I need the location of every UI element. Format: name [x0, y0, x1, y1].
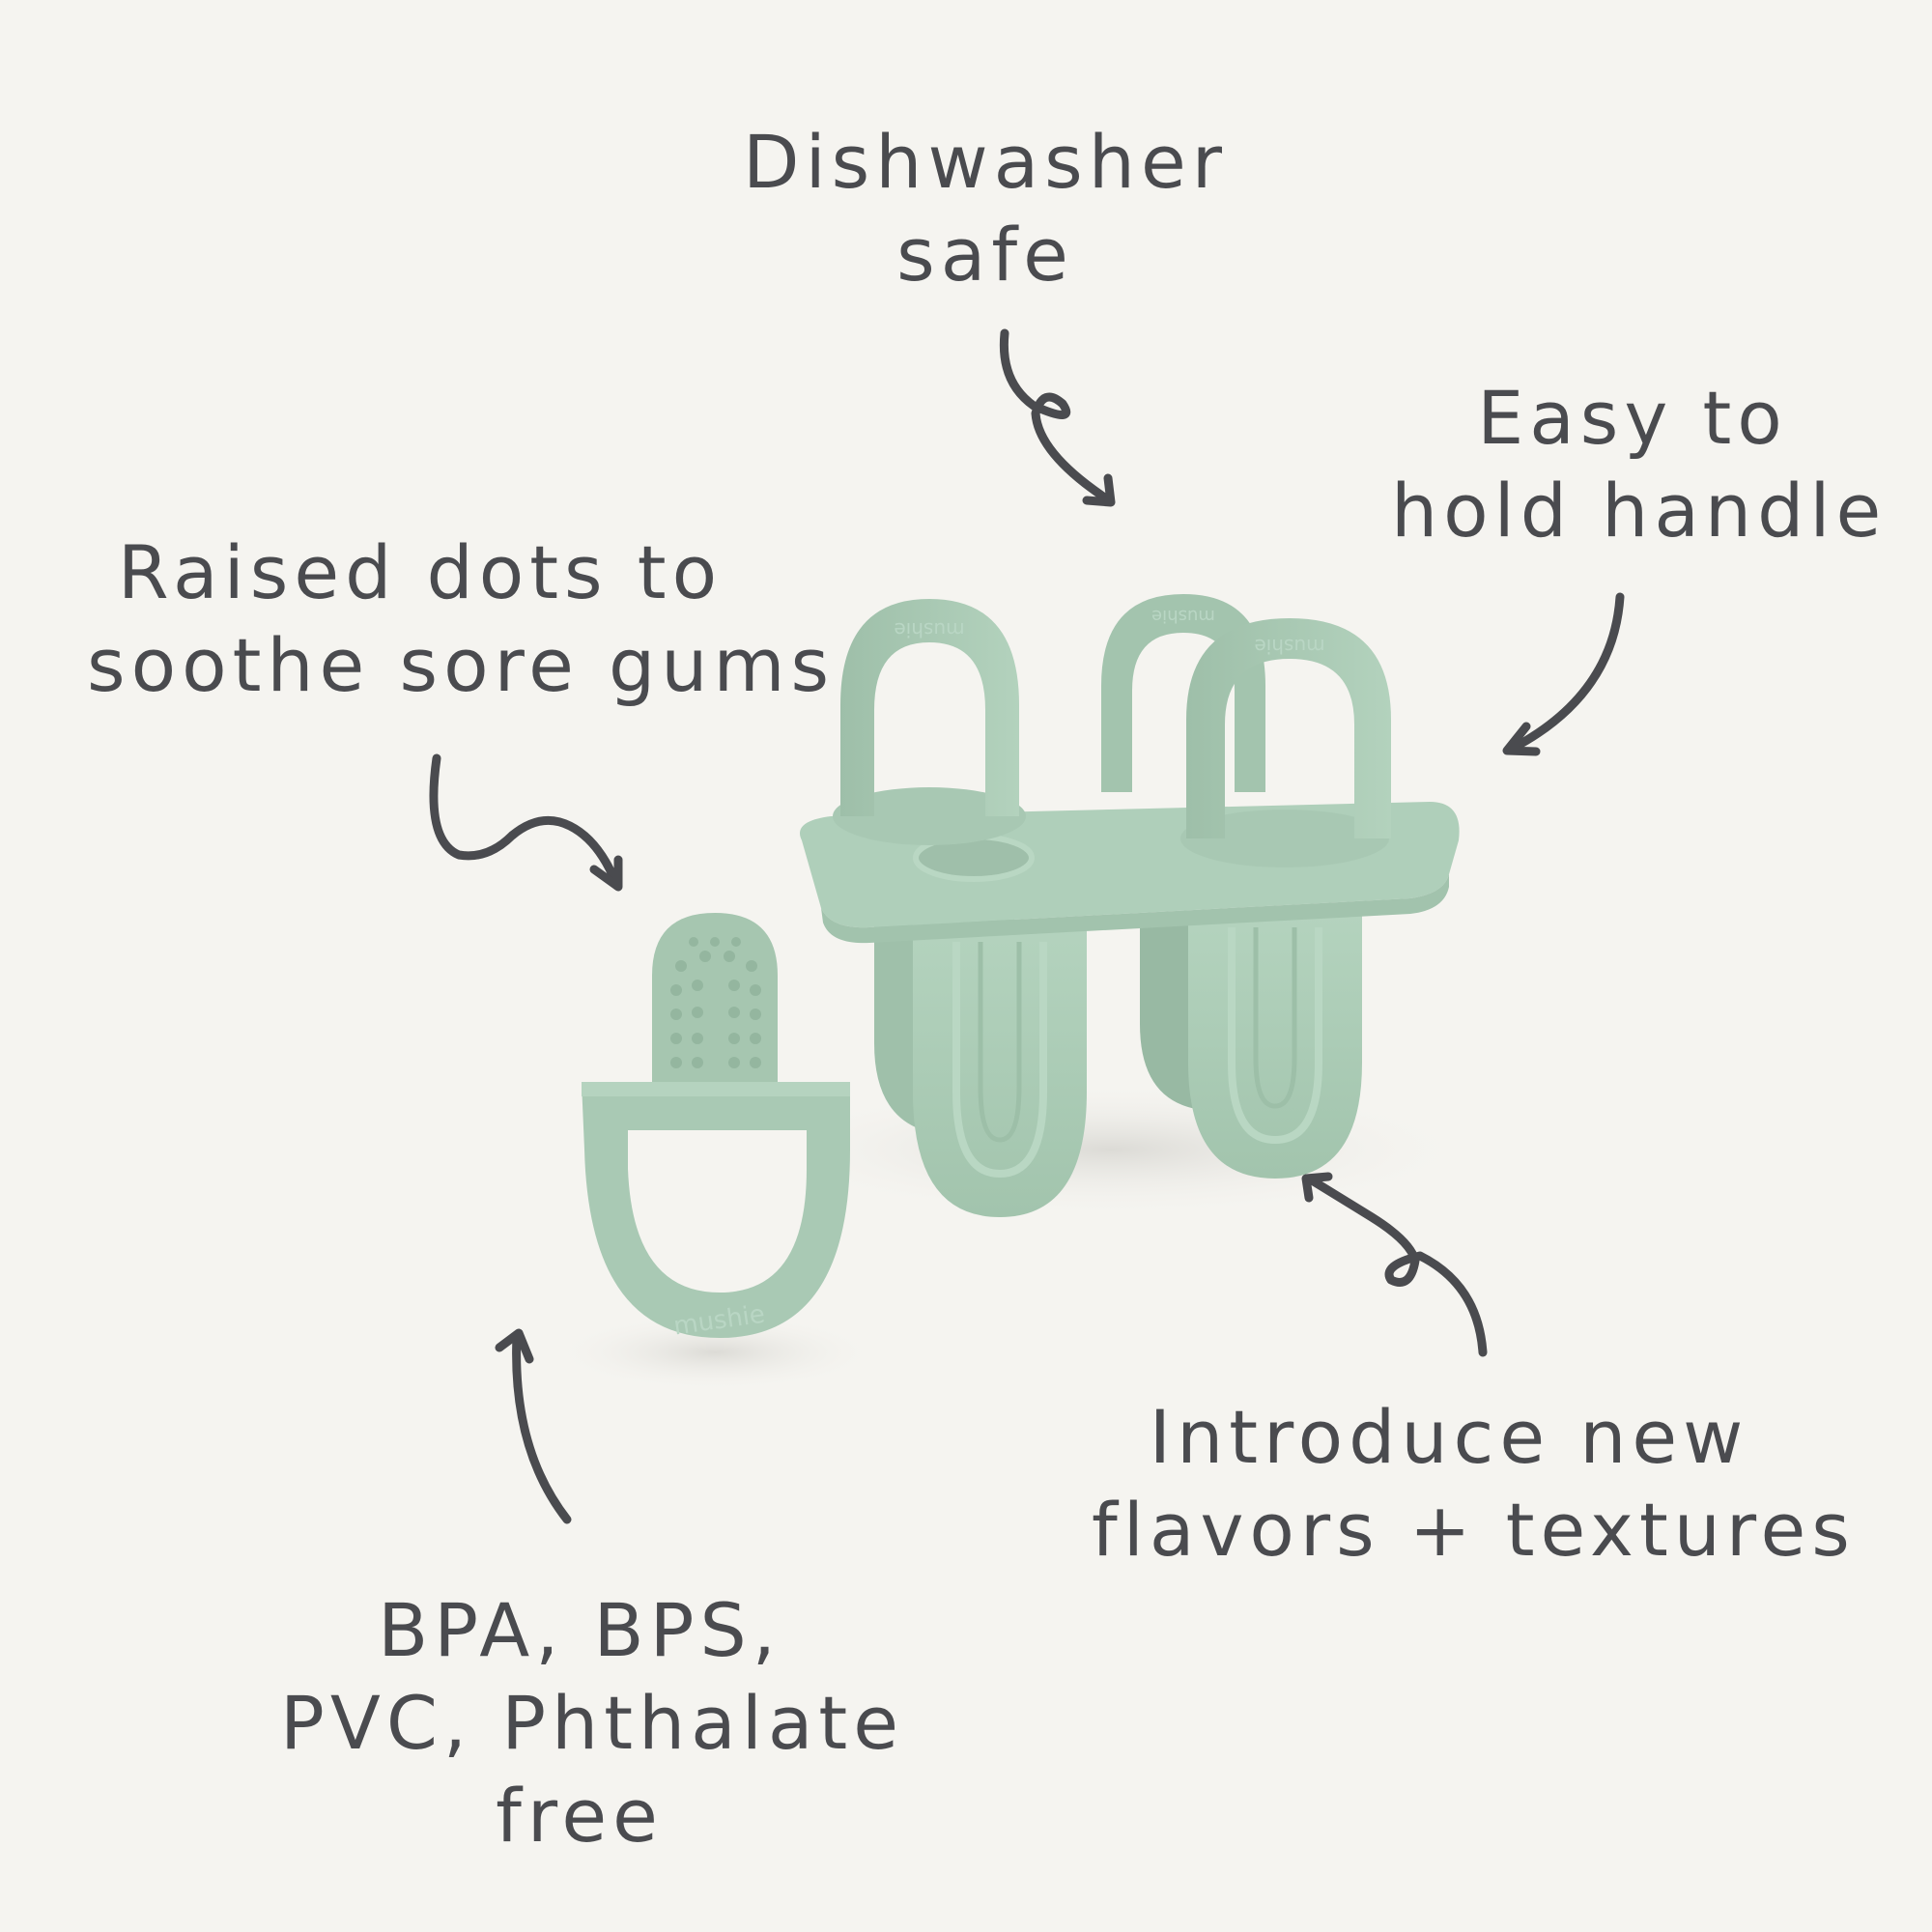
tray-shadow [744, 1082, 1478, 1217]
mold-brand-label: mushie [1254, 635, 1324, 658]
callout-bpa-free: BPA, BPS, PVC, Phthalate free [280, 1584, 904, 1862]
callout-line: Introduce new [1149, 1394, 1749, 1480]
callout-line: soothe sore gums [87, 622, 836, 708]
arrow-dishwasher [999, 328, 1116, 507]
arrow-dots [429, 753, 623, 892]
callout-line: hold handle [1391, 468, 1888, 554]
callout-line: flavors + textures [1092, 1487, 1856, 1573]
callout-dishwasher-safe: Dishwasher safe [734, 116, 1236, 301]
callout-line: free [496, 1773, 664, 1859]
callout-line: PVC, Phthalate [280, 1680, 904, 1766]
mold-brand-label: mushie [1151, 606, 1215, 626]
arrow-flavors [1301, 1172, 1488, 1357]
callout-line: Dishwasher [743, 119, 1228, 205]
arrow-bpa [495, 1328, 572, 1524]
callout-line: Easy to [1477, 375, 1788, 461]
arrow-handle [1502, 592, 1625, 756]
callout-line: Raised dots to [117, 529, 724, 615]
callout-line: safe [896, 212, 1074, 298]
raised-dots [670, 937, 761, 1068]
mold-brand-label: mushie [894, 618, 964, 641]
callout-line: BPA, BPS, [378, 1587, 781, 1673]
teether-shadow [551, 1314, 879, 1391]
callout-new-flavors: Introduce new flavors + textures [1092, 1391, 1856, 1577]
popsicle-mold-tray: mushie mushie mushie [800, 594, 1460, 1217]
teether: mushie [582, 913, 850, 1341]
callout-easy-handle: Easy to hold handle [1391, 372, 1888, 557]
callout-raised-dots: Raised dots to soothe sore gums [87, 526, 836, 712]
